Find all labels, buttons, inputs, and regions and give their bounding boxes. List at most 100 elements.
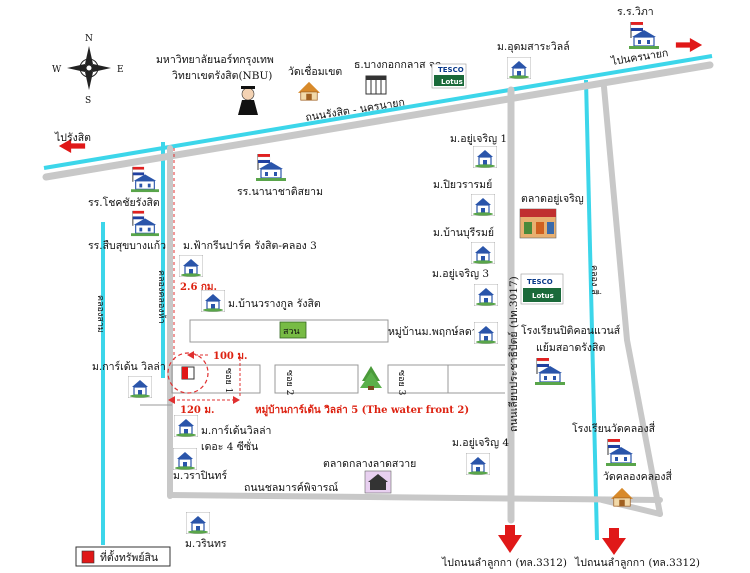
label-to-lamlukka-right: ไปถนนลำลูกกา (ทล.3312): [574, 556, 700, 569]
label-soi2: ซอย 2: [284, 370, 294, 395]
lotus-mid-text: Lotus: [532, 292, 554, 300]
compass-w: W: [52, 65, 62, 75]
label-rr-suebsuk: รร.สืบสุขบางแก้ว: [88, 239, 166, 252]
label-garden-villa: ม.การ์เด้น วิลล่า: [92, 360, 166, 373]
park-badge: สวน: [279, 321, 307, 339]
label-market-lat: ตลาดกลางลาดสวาย: [323, 458, 416, 470]
arrow-to-nakhonnayok: [675, 38, 703, 52]
canal-main: [43, 54, 713, 170]
factory-icon: [365, 75, 387, 95]
label-rr-wipha: ร.ร.วิภา: [617, 6, 654, 18]
school-suebsuk-icon: [130, 210, 160, 237]
temple-klong4-icon: [610, 487, 634, 507]
label-prachathipat-road: ถนนเลียบประชาธิปัตย์ (ปท.3017): [507, 276, 520, 432]
graduate-icon: [238, 86, 258, 115]
label-market-yuucharoen: ตลาดอยู่เจริญ: [521, 193, 584, 205]
label-soi1: ซอย 1: [223, 368, 233, 393]
school-sanpiti-icon: [534, 357, 566, 386]
tesco-mid-text: TESCO: [527, 278, 553, 286]
label-to-rangsit: ไปรังสิต: [54, 131, 91, 144]
label-yuucharoen4: ม.อยู่เจริญ 4: [452, 437, 509, 449]
right-road: [601, 84, 663, 517]
label-soi3: ซอย 3: [396, 370, 406, 396]
house-piyaram-icon: [471, 194, 495, 216]
house-warinthon-icon: [186, 512, 210, 534]
tree-icon: [360, 366, 382, 390]
label-project: หมู่บ้านการ์เด้น วิลล่า 5 (The water fro…: [255, 404, 469, 417]
arrow-down-right: [602, 528, 626, 555]
legend-box: ที่ตั้งทรัพย์สิน: [75, 546, 171, 567]
school-watklong4-icon: [605, 438, 637, 467]
chonlamark-road: [167, 492, 663, 503]
school-chokchai-icon: [130, 166, 160, 193]
label-canal-right: คลอง สี่: [589, 265, 602, 295]
lotus-top-text: Lotus: [441, 78, 463, 86]
tesco-lotus-top-logo: TESCO Lotus: [431, 63, 467, 89]
compass-n: N: [85, 34, 93, 44]
temple-icon: [297, 81, 321, 101]
compass-rose: N S W E: [52, 34, 124, 106]
market-yuucharoen-icon: [519, 208, 557, 239]
label-dist-120: 120 ม.: [180, 405, 214, 416]
tesco-lotus-mid-logo: TESCO Lotus: [520, 273, 564, 305]
house-baanburirom-icon: [471, 242, 495, 264]
label-warapinthon: ม.วราปินทร์: [173, 469, 227, 482]
distance-120m: [168, 396, 240, 404]
bottom-spur: [599, 497, 663, 517]
soi-lanes: [140, 319, 505, 406]
label-warinthon: ม.วรินทร: [185, 538, 227, 550]
label-park: สวน: [283, 327, 300, 337]
label-distance-26: 2.6 กม.: [180, 282, 217, 293]
label-university-sub: วิทยาเขตรังสิต(NBU): [172, 70, 273, 82]
compass-s: S: [85, 96, 91, 106]
label-chonlamark-road: ถนนชลมารค์พิจารณ์: [244, 481, 338, 494]
label-school-sanpiti: โรงเรียนปิติคอนแวนส์: [521, 324, 621, 337]
label-rr-nanachart: รร.นานาชาติสยาม: [237, 186, 323, 198]
label-to-lamlukka-left: ไปถนนลำลูกกา (ทล.3312): [441, 556, 567, 569]
label-yuucharoen1: ม.อยู่เจริญ 1: [450, 133, 507, 145]
market-lat-icon: [364, 470, 392, 494]
label-wat-klong4: วัดคลองคลองสี่: [603, 469, 672, 483]
label-udomsak-villa: ม.อุดมสาระวิลล์: [497, 40, 570, 53]
arrow-down-left: [498, 525, 522, 553]
label-dist-100: 100 ม.: [213, 351, 247, 362]
label-fegreen: ม.ฟ้ากรีนปาร์ค รังสิต-คลอง 3: [183, 239, 317, 252]
label-canal-left: คลองสาม: [95, 295, 105, 333]
label-piyaram: ม.ปิยวรารมย์: [433, 178, 492, 191]
legend-label: ที่ตั้งทรัพย์สิน: [100, 550, 158, 564]
canal-right: [584, 79, 599, 541]
main-road: [42, 61, 714, 181]
label-garden-villa4: ม.การ์เด้นวิลล่า: [201, 424, 271, 437]
tesco-top-text: TESCO: [438, 66, 464, 74]
property-location-marker: [167, 352, 209, 394]
house-warapinthon-icon: [173, 448, 197, 470]
house-fegreen-icon: [179, 255, 203, 277]
house-warang-icon: [201, 290, 225, 312]
label-canal-mid: คลองคลองห้า: [156, 270, 167, 324]
label-rr-chokchai: รร.โชคชัยรังสิต: [88, 196, 160, 209]
distance-100m: [187, 351, 210, 359]
label-baan-warang: ม.บ้านวรางกูล รังสิต: [228, 298, 321, 310]
house-yuucharoen3-icon: [474, 284, 498, 306]
label-baanburirom: ม.บ้านบุรีรมย์: [433, 226, 494, 239]
house-garden-villa4-icon: [174, 415, 198, 437]
label-yuucharoen3: ม.อยู่เจริญ 3: [432, 268, 489, 280]
school-nanachart-icon: [255, 153, 287, 182]
label-bangkok-bank: ธ.บางกอกกลาส จก.: [354, 59, 445, 71]
label-school-sanpiti-sub: แย้มสอาดรังสิต: [536, 342, 605, 354]
roads: [42, 61, 714, 524]
label-university: มหาวิทยาลัยนอร์ทกรุงเทพ: [156, 53, 274, 66]
house-pruksa-icon: [474, 322, 498, 344]
house-yuucharoen4-icon: [466, 453, 490, 475]
label-garden-villa4-sub: เดอะ 4 ซีซั่น: [201, 439, 258, 453]
label-pruksa: หมู่บ้านม.พฤกษ์ลดา: [388, 325, 478, 338]
house-udomsak-icon: [507, 57, 531, 79]
label-temple-chueanchet: วัดเชื่อมเขต: [288, 64, 342, 78]
house-yuucharoen1-icon: [473, 146, 497, 168]
label-school-watklong4: โรงเรียนวัดคลองสี่: [572, 421, 656, 435]
canals: [43, 54, 713, 545]
house-garden-villa-icon: [128, 376, 152, 398]
school-wipha-icon: [628, 21, 660, 50]
compass-e: E: [117, 65, 124, 75]
